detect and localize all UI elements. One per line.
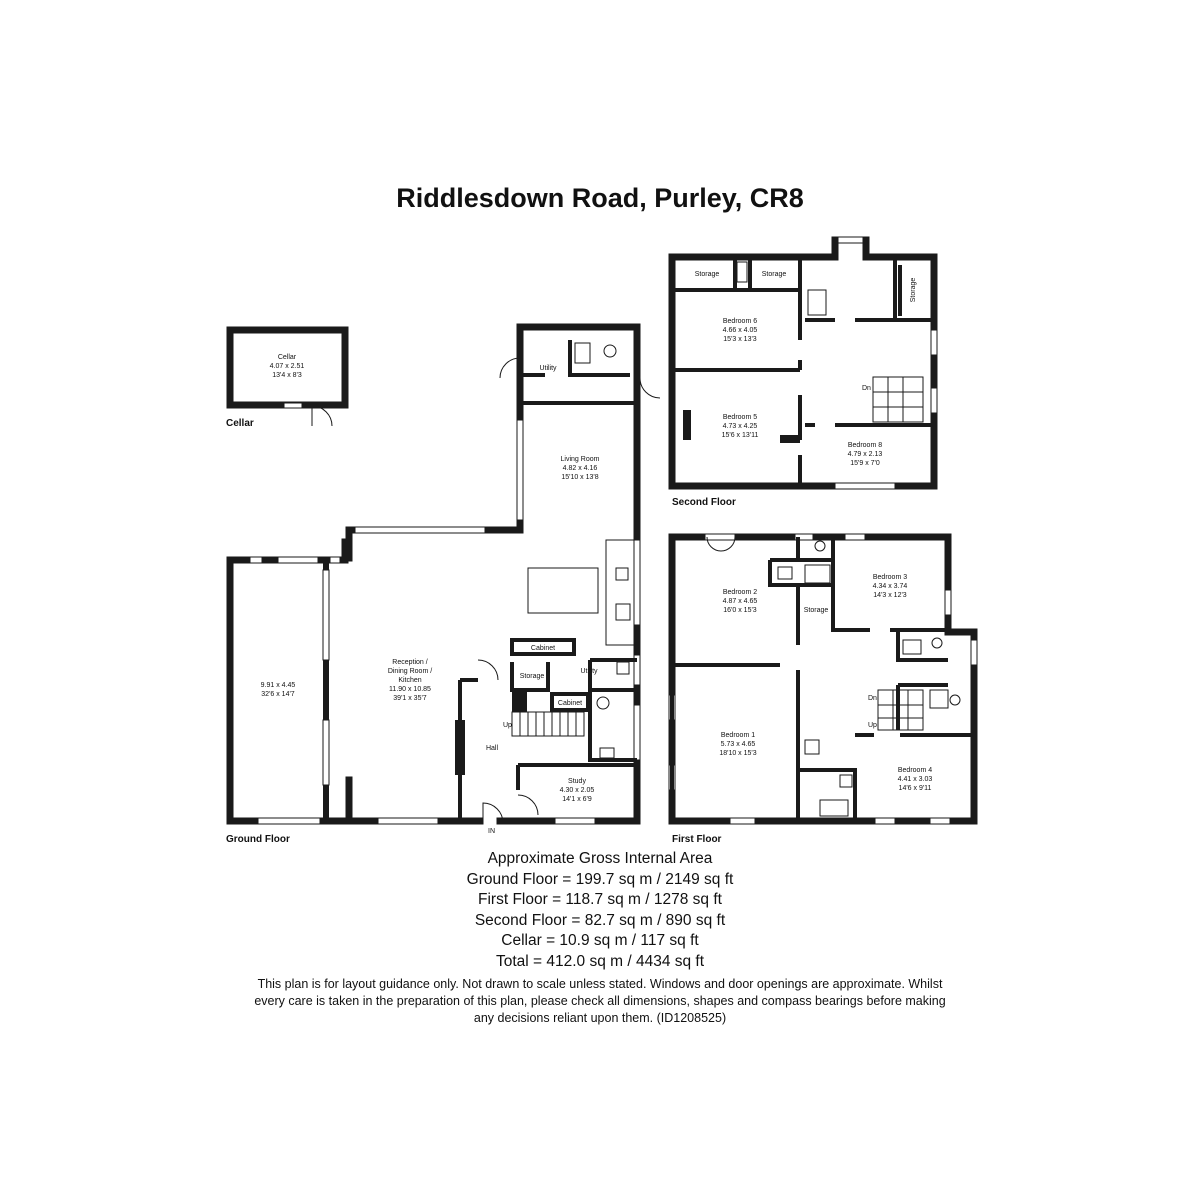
second-stairs-down: Dn	[862, 385, 871, 392]
plan-title: Riddlesdown Road, Purley, CR8	[396, 183, 804, 213]
storage-ground-label: Storage	[520, 673, 545, 680]
first-floor-plan: Bedroom 2 4.87 x 4.65 16'0 x 15'3 Storag…	[668, 533, 978, 845]
hall-door	[477, 659, 499, 681]
ground-stairs-up: Up	[503, 722, 512, 729]
bedroom3-metric: 4.34 x 3.74	[873, 583, 908, 590]
entrance-label: IN	[488, 828, 495, 835]
first-staircase	[877, 689, 924, 731]
reception-name-1: Reception /	[392, 659, 427, 666]
study-name: Study	[568, 778, 586, 785]
cellar-floor-label: Cellar	[226, 418, 254, 429]
bedroom3-imperial: 14'3 x 12'3	[873, 592, 907, 599]
entrance-door	[482, 802, 504, 824]
bedroom5-name: Bedroom 5	[723, 414, 757, 421]
bedroom4-imperial: 14'6 x 9'11	[899, 785, 932, 792]
bedroom8-name: Bedroom 8	[848, 442, 882, 449]
area-first-floor: First Floor = 118.7 sq m / 1278 sq ft	[478, 891, 722, 908]
area-ground-floor: Ground Floor = 199.7 sq m / 2149 sq ft	[466, 870, 734, 888]
bedroom5-metric: 4.73 x 4.25	[723, 423, 758, 430]
bedroom1-name: Bedroom 1	[721, 732, 755, 739]
first-stairs-down: Dn	[868, 695, 877, 702]
bedroom8-metric: 4.79 x 2.13	[848, 451, 883, 458]
area-heading: Approximate Gross Internal Area	[487, 850, 713, 867]
cellar-door	[311, 405, 333, 427]
bedroom1-metric: 5.73 x 4.65	[721, 741, 756, 748]
area-total: Total = 412.0 sq m / 4434 sq ft	[495, 952, 705, 970]
bedroom4-name: Bedroom 4	[898, 767, 932, 774]
first-stairs-up: Up	[868, 722, 877, 729]
bedroom6-metric: 4.66 x 4.05	[723, 327, 758, 334]
second-staircase	[872, 376, 924, 423]
ground-floor-label: Ground Floor	[226, 834, 290, 845]
cellar-room-name: Cellar	[278, 354, 297, 361]
study-door	[517, 794, 539, 816]
hall-label: Hall	[486, 745, 499, 752]
storage-second-vertical: Storage	[910, 278, 917, 303]
cabinet-bottom-label: Cabinet	[558, 700, 582, 707]
ground-floor-plan: 9.91 x 4.45 32'6 x 14'7 Utility Living R…	[226, 323, 661, 845]
utility-door	[499, 357, 521, 379]
storage-first-label: Storage	[804, 607, 829, 614]
second-floor-plan: Storage Storage Bedroom 6 4.66 x 4.05 15…	[668, 236, 938, 508]
first-floor-label: First Floor	[672, 834, 722, 845]
second-floor-label: Second Floor	[672, 497, 736, 508]
cabinet-top-label: Cabinet	[531, 645, 555, 652]
cellar-room-metric: 4.07 x 2.51	[270, 363, 305, 370]
area-cellar: Cellar = 10.9 sq m / 117 sq ft	[501, 932, 699, 949]
bedroom2-name: Bedroom 2	[723, 589, 757, 596]
garage-metric: 9.91 x 4.45	[261, 682, 296, 689]
bedroom2-metric: 4.87 x 4.65	[723, 598, 758, 605]
disclaimer-text: This plan is for layout guidance only. N…	[254, 977, 946, 1025]
utility-top-label: Utility	[539, 365, 557, 372]
gross-internal-area: Approximate Gross Internal Area Ground F…	[0, 849, 1200, 972]
storage-second-left: Storage	[695, 271, 720, 278]
bedroom2-imperial: 16'0 x 15'3	[723, 607, 757, 614]
bedroom3-name: Bedroom 3	[873, 574, 907, 581]
living-room-name: Living Room	[561, 456, 600, 463]
reception-metric: 11.90 x 10.85	[389, 686, 431, 693]
storage-second-right: Storage	[762, 271, 787, 278]
garage-imperial: 32'6 x 14'7	[261, 691, 295, 698]
bedroom6-name: Bedroom 6	[723, 318, 757, 325]
bedroom4-metric: 4.41 x 3.03	[898, 776, 933, 783]
area-second-floor: Second Floor = 82.7 sq m / 890 sq ft	[474, 911, 726, 929]
reception-imperial: 39'1 x 35'7	[393, 695, 427, 702]
bedroom1-imperial: 18'10 x 15'3	[719, 750, 756, 757]
living-room-imperial: 15'10 x 13'8	[561, 474, 598, 481]
reception-name-2: Dining Room /	[388, 668, 432, 675]
cellar-room-imperial: 13'4 x 8'3	[272, 372, 302, 379]
bedroom6-imperial: 15'3 x 13'3	[723, 336, 757, 343]
study-metric: 4.30 x 2.05	[560, 787, 595, 794]
bedroom5-imperial: 15'6 x 13'11	[722, 432, 759, 439]
reception-name-3: Kitchen	[398, 677, 421, 684]
living-room-metric: 4.82 x 4.16	[563, 465, 598, 472]
cellar-plan: Cellar 4.07 x 2.51 13'4 x 8'3 Cellar	[226, 326, 349, 429]
kitchen-island	[527, 567, 599, 614]
ground-staircase	[511, 711, 585, 737]
bedroom8-imperial: 15'9 x 7'0	[850, 460, 880, 467]
study-imperial: 14'1 x 6'9	[562, 796, 592, 803]
wc-door	[639, 377, 661, 399]
